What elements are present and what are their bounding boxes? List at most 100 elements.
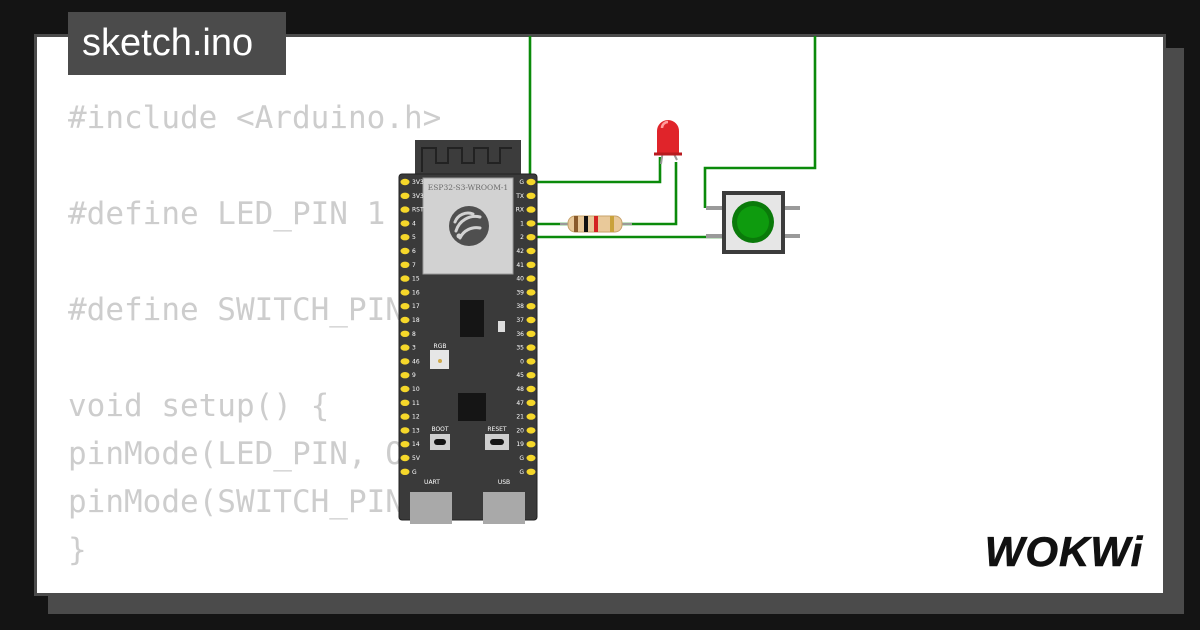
red-led[interactable] <box>654 120 682 165</box>
resistor[interactable] <box>560 215 632 233</box>
right-pin-14[interactable] <box>526 372 536 379</box>
espressif-logo-icon <box>449 206 489 246</box>
right-pin-label: G <box>519 469 524 476</box>
left-pin-0[interactable] <box>400 178 410 186</box>
code-line: #include <Arduino.h> <box>68 100 442 136</box>
left-pin-label: 11 <box>412 400 420 407</box>
usb-uart-chip <box>460 300 484 337</box>
left-pin-18[interactable] <box>400 427 410 434</box>
left-pin-2[interactable] <box>400 206 410 213</box>
esp32-s3-board[interactable]: ESP32-S3-WROOM-1 RGB BOOT RESET UART USB… <box>398 140 538 524</box>
right-pin-10[interactable] <box>526 316 536 324</box>
right-pin-12[interactable] <box>526 344 536 351</box>
antenna-trace <box>421 147 512 172</box>
left-pin-5[interactable] <box>400 247 410 255</box>
left-pin-20[interactable] <box>400 454 410 462</box>
code-line: void setup() { <box>68 388 330 424</box>
left-pin-label: 17 <box>412 303 420 310</box>
left-pin-label: 8 <box>412 331 416 338</box>
left-pin-label: 12 <box>412 414 420 421</box>
left-pin-16[interactable] <box>400 399 410 406</box>
right-pin-20[interactable] <box>526 454 536 462</box>
right-pin-18[interactable] <box>526 427 536 434</box>
right-pin-label: 39 <box>516 289 524 296</box>
right-pin-3[interactable] <box>526 220 536 227</box>
left-pin-6[interactable] <box>400 261 410 268</box>
right-pin-6[interactable] <box>526 261 536 268</box>
rgb-label: RGB <box>434 343 447 350</box>
right-pin-13[interactable] <box>526 358 536 365</box>
wire-button-power[interactable] <box>703 36 817 208</box>
wokwi-logo[interactable]: WOKWi <box>978 524 1150 576</box>
resistor-band-3 <box>594 216 598 232</box>
left-pin-11[interactable] <box>400 330 410 337</box>
left-pin-7[interactable] <box>400 275 410 282</box>
left-pin-label: 3V3 <box>412 193 424 200</box>
usb-port[interactable] <box>483 492 525 524</box>
right-pin-label: 1 <box>520 220 524 227</box>
left-pin-14[interactable] <box>400 372 410 379</box>
left-pin-label: 5V <box>412 455 421 462</box>
reset-label: RESET <box>487 426 507 433</box>
push-button[interactable] <box>706 191 800 254</box>
right-pin-5[interactable] <box>526 247 536 255</box>
wire-led-cathode[interactable] <box>530 157 662 184</box>
right-pin-19[interactable] <box>526 441 536 448</box>
led-highlight <box>660 120 669 129</box>
right-pin-label: 47 <box>516 400 524 407</box>
left-pin-10[interactable] <box>400 316 410 324</box>
left-pin-label: 14 <box>412 441 420 448</box>
smd-component <box>498 321 505 332</box>
right-pin-15[interactable] <box>526 385 536 393</box>
left-pin-9[interactable] <box>400 303 410 310</box>
left-pin-17[interactable] <box>400 413 410 420</box>
left-pin-12[interactable] <box>400 344 410 351</box>
left-pin-4[interactable] <box>400 234 410 241</box>
left-pin-label: 46 <box>412 358 420 365</box>
wire-led-anode[interactable] <box>622 162 678 226</box>
resistor-band-4 <box>610 216 614 232</box>
wokwi-logo-text: WOKWi <box>985 528 1144 575</box>
right-pin-label: 38 <box>516 303 524 310</box>
right-pin-21[interactable] <box>526 468 536 475</box>
left-pin-19[interactable] <box>400 441 410 448</box>
right-pin-label: 21 <box>516 414 524 421</box>
code-line: pinMode(SWITCH_PIN <box>68 484 404 520</box>
right-pin-1[interactable] <box>526 192 536 199</box>
left-pin-label: 10 <box>412 386 420 393</box>
left-pin-label: 7 <box>412 262 416 269</box>
code-line: } <box>68 532 87 568</box>
right-pin-label: 2 <box>520 234 524 241</box>
button-leg-tl <box>706 206 724 210</box>
left-pin-13[interactable] <box>400 358 410 365</box>
right-pin-9[interactable] <box>526 303 536 310</box>
left-pin-3[interactable] <box>400 220 410 227</box>
right-pin-label: G <box>519 455 524 462</box>
right-pin-label: 45 <box>516 372 524 379</box>
file-name-tab[interactable]: sketch.ino <box>68 12 286 75</box>
module-label: ESP32-S3-WROOM-1 <box>428 183 508 192</box>
rgb-led-die <box>438 359 442 363</box>
right-pin-8[interactable] <box>526 289 536 296</box>
left-pin-label: 3 <box>412 345 416 352</box>
uart-usb-port[interactable] <box>410 492 452 524</box>
right-pin-label: TX <box>515 193 524 200</box>
right-pin-7[interactable] <box>526 275 536 282</box>
right-pin-11[interactable] <box>526 330 536 337</box>
right-pin-0[interactable] <box>526 178 536 186</box>
left-pin-label: 3V3 <box>412 179 424 186</box>
button-leg-br <box>782 234 800 238</box>
left-pin-label: 13 <box>412 427 420 434</box>
right-pin-label: 36 <box>516 331 524 338</box>
left-pin-8[interactable] <box>400 289 410 296</box>
right-pin-label: 0 <box>520 358 524 365</box>
left-pin-15[interactable] <box>400 385 410 393</box>
left-pin-1[interactable] <box>400 192 410 199</box>
reset-button-cap <box>490 439 504 445</box>
right-pin-label: 37 <box>516 317 524 324</box>
right-pin-16[interactable] <box>526 399 536 406</box>
left-pin-21[interactable] <box>400 468 410 475</box>
right-pin-17[interactable] <box>526 413 536 420</box>
right-pin-2[interactable] <box>526 206 536 213</box>
right-pin-4[interactable] <box>526 234 536 241</box>
